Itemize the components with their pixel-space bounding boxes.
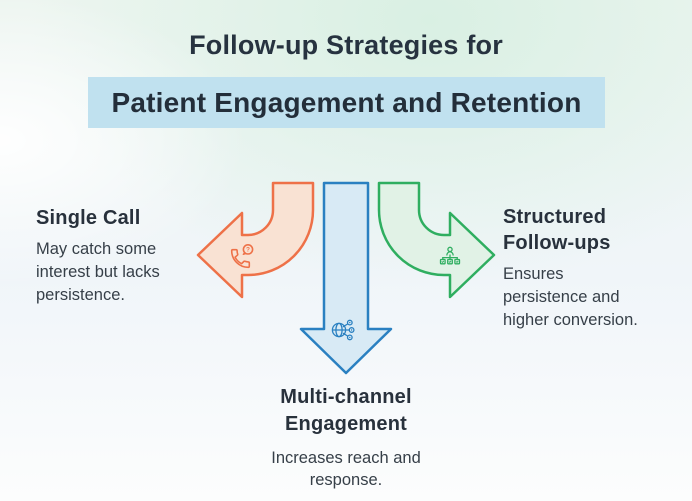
structured-follow-ups-arrow [377, 181, 496, 299]
multi-channel-arrow [299, 181, 393, 375]
globe-network-icon [331, 319, 355, 341]
multi-channel-heading: Multi-channel Engagement [280, 386, 412, 435]
structured-follow-ups-block: Structured Follow-ups Ensures persistenc… [503, 204, 655, 332]
structured-follow-ups-heading: Structured Follow-ups [503, 206, 611, 254]
single-call-body: May catch some interest but lacks persis… [36, 240, 160, 304]
poster-title: Follow-up Strategies for [189, 30, 503, 60]
multi-channel-body: Increases reach and response. [271, 449, 421, 489]
poster-title-highlight-band: Patient Engagement and Retention [88, 77, 605, 128]
structured-follow-ups-body: Ensures persistence and higher conversio… [503, 265, 638, 329]
multi-channel-block: Multi-channel Engagement Increases reach… [246, 384, 446, 491]
phone-question-icon: ? [230, 244, 254, 269]
single-call-arrow [196, 181, 315, 299]
question-mark-glyph: ? [246, 247, 250, 254]
single-call-heading: Single Call [36, 207, 141, 229]
org-chart-icon [439, 246, 461, 265]
single-call-block: Single Call May catch some interest but … [36, 205, 194, 307]
poster-title-highlight: Patient Engagement and Retention [111, 86, 582, 118]
